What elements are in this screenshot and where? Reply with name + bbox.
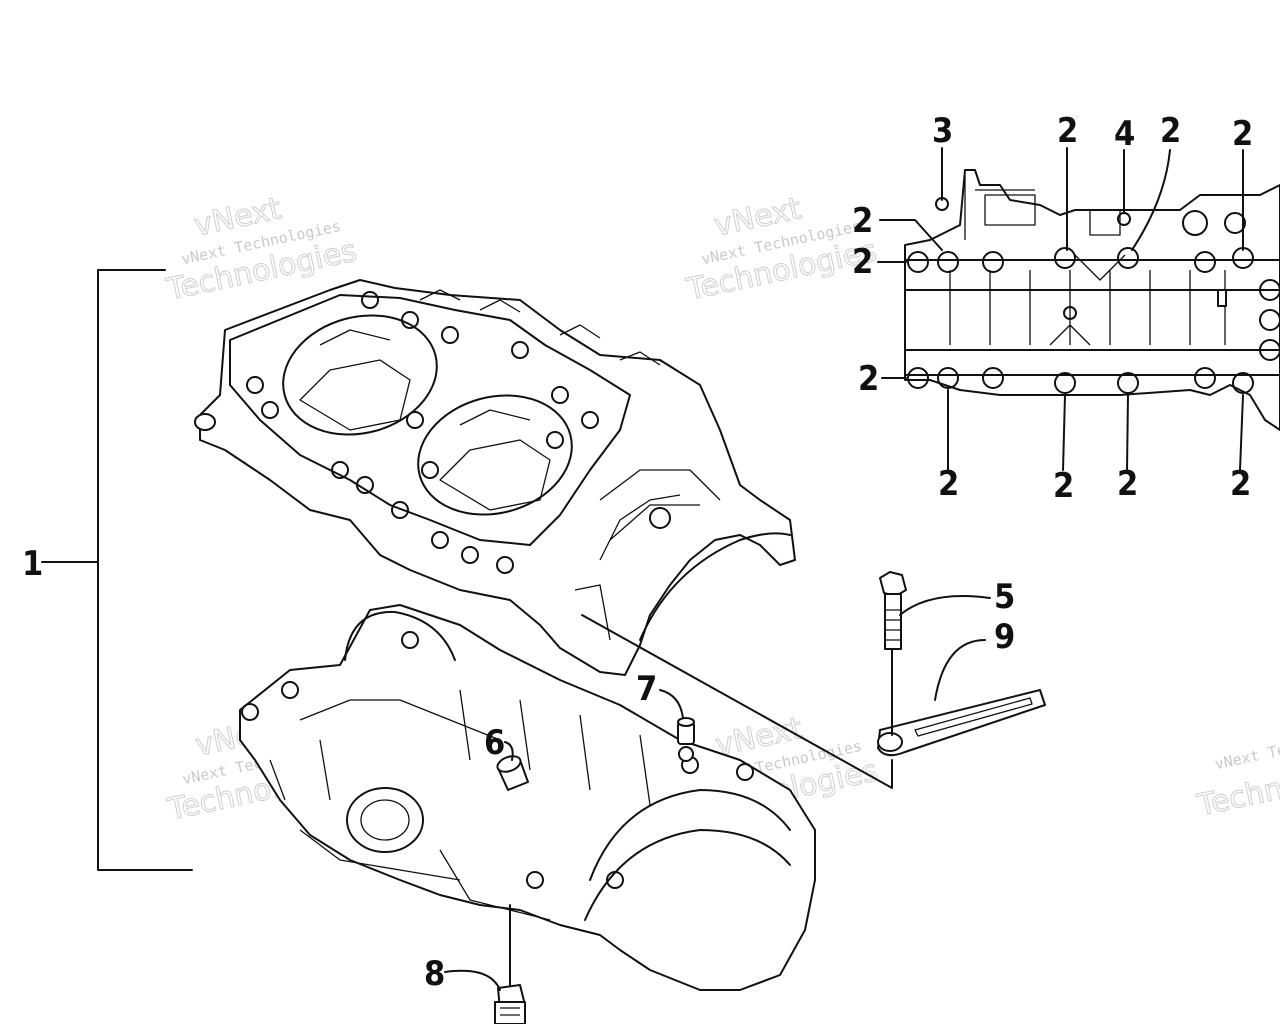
inset-top-view bbox=[904, 169, 1280, 431]
callout-2: 2 bbox=[1230, 464, 1251, 504]
callout-4: 4 bbox=[1114, 114, 1135, 154]
watermark-top-left: vNext vNext Technologies Technologies bbox=[163, 191, 361, 309]
watermark-top-center: vNext vNext Technologies Technologies bbox=[683, 191, 881, 309]
callout-1: 1 bbox=[22, 544, 43, 584]
drain-plug-part-8 bbox=[494, 984, 526, 1024]
callout-2: 2 bbox=[1160, 111, 1181, 151]
dowel-part-7 bbox=[677, 717, 695, 762]
callout-5: 5 bbox=[994, 577, 1015, 617]
bracket-part-9 bbox=[877, 689, 1046, 757]
callout-2: 2 bbox=[1117, 464, 1138, 504]
callout-2: 2 bbox=[1057, 111, 1078, 151]
watermark-text: vNext Technologies bbox=[1213, 722, 1280, 773]
leader-lines bbox=[41, 147, 1244, 991]
callout-2: 2 bbox=[852, 242, 873, 282]
deck-bolt-holes bbox=[246, 291, 599, 574]
callout-2: 2 bbox=[1053, 466, 1074, 506]
callout-6: 6 bbox=[484, 723, 505, 763]
bolt-part-5 bbox=[879, 571, 907, 650]
callout-2: 2 bbox=[1232, 114, 1253, 154]
upper-crankcase-half bbox=[194, 279, 796, 676]
callout-8: 8 bbox=[424, 954, 445, 994]
watermark-bottom-right: vNext Technologies Technologies bbox=[1193, 722, 1280, 824]
lower-crankcase-half bbox=[239, 604, 816, 991]
callouts: 1 3 2 4 2 2 2 2 2 2 2 2 2 5 9 7 6 8 bbox=[22, 111, 1253, 994]
callout-2: 2 bbox=[858, 359, 879, 399]
callout-9: 9 bbox=[994, 617, 1015, 657]
callout-2: 2 bbox=[852, 201, 873, 241]
inset-bolt-holes bbox=[907, 197, 1280, 394]
bushing-part-6 bbox=[496, 755, 529, 791]
callout-7: 7 bbox=[636, 669, 657, 709]
callout-2: 2 bbox=[938, 464, 959, 504]
callout-3: 3 bbox=[932, 111, 953, 151]
